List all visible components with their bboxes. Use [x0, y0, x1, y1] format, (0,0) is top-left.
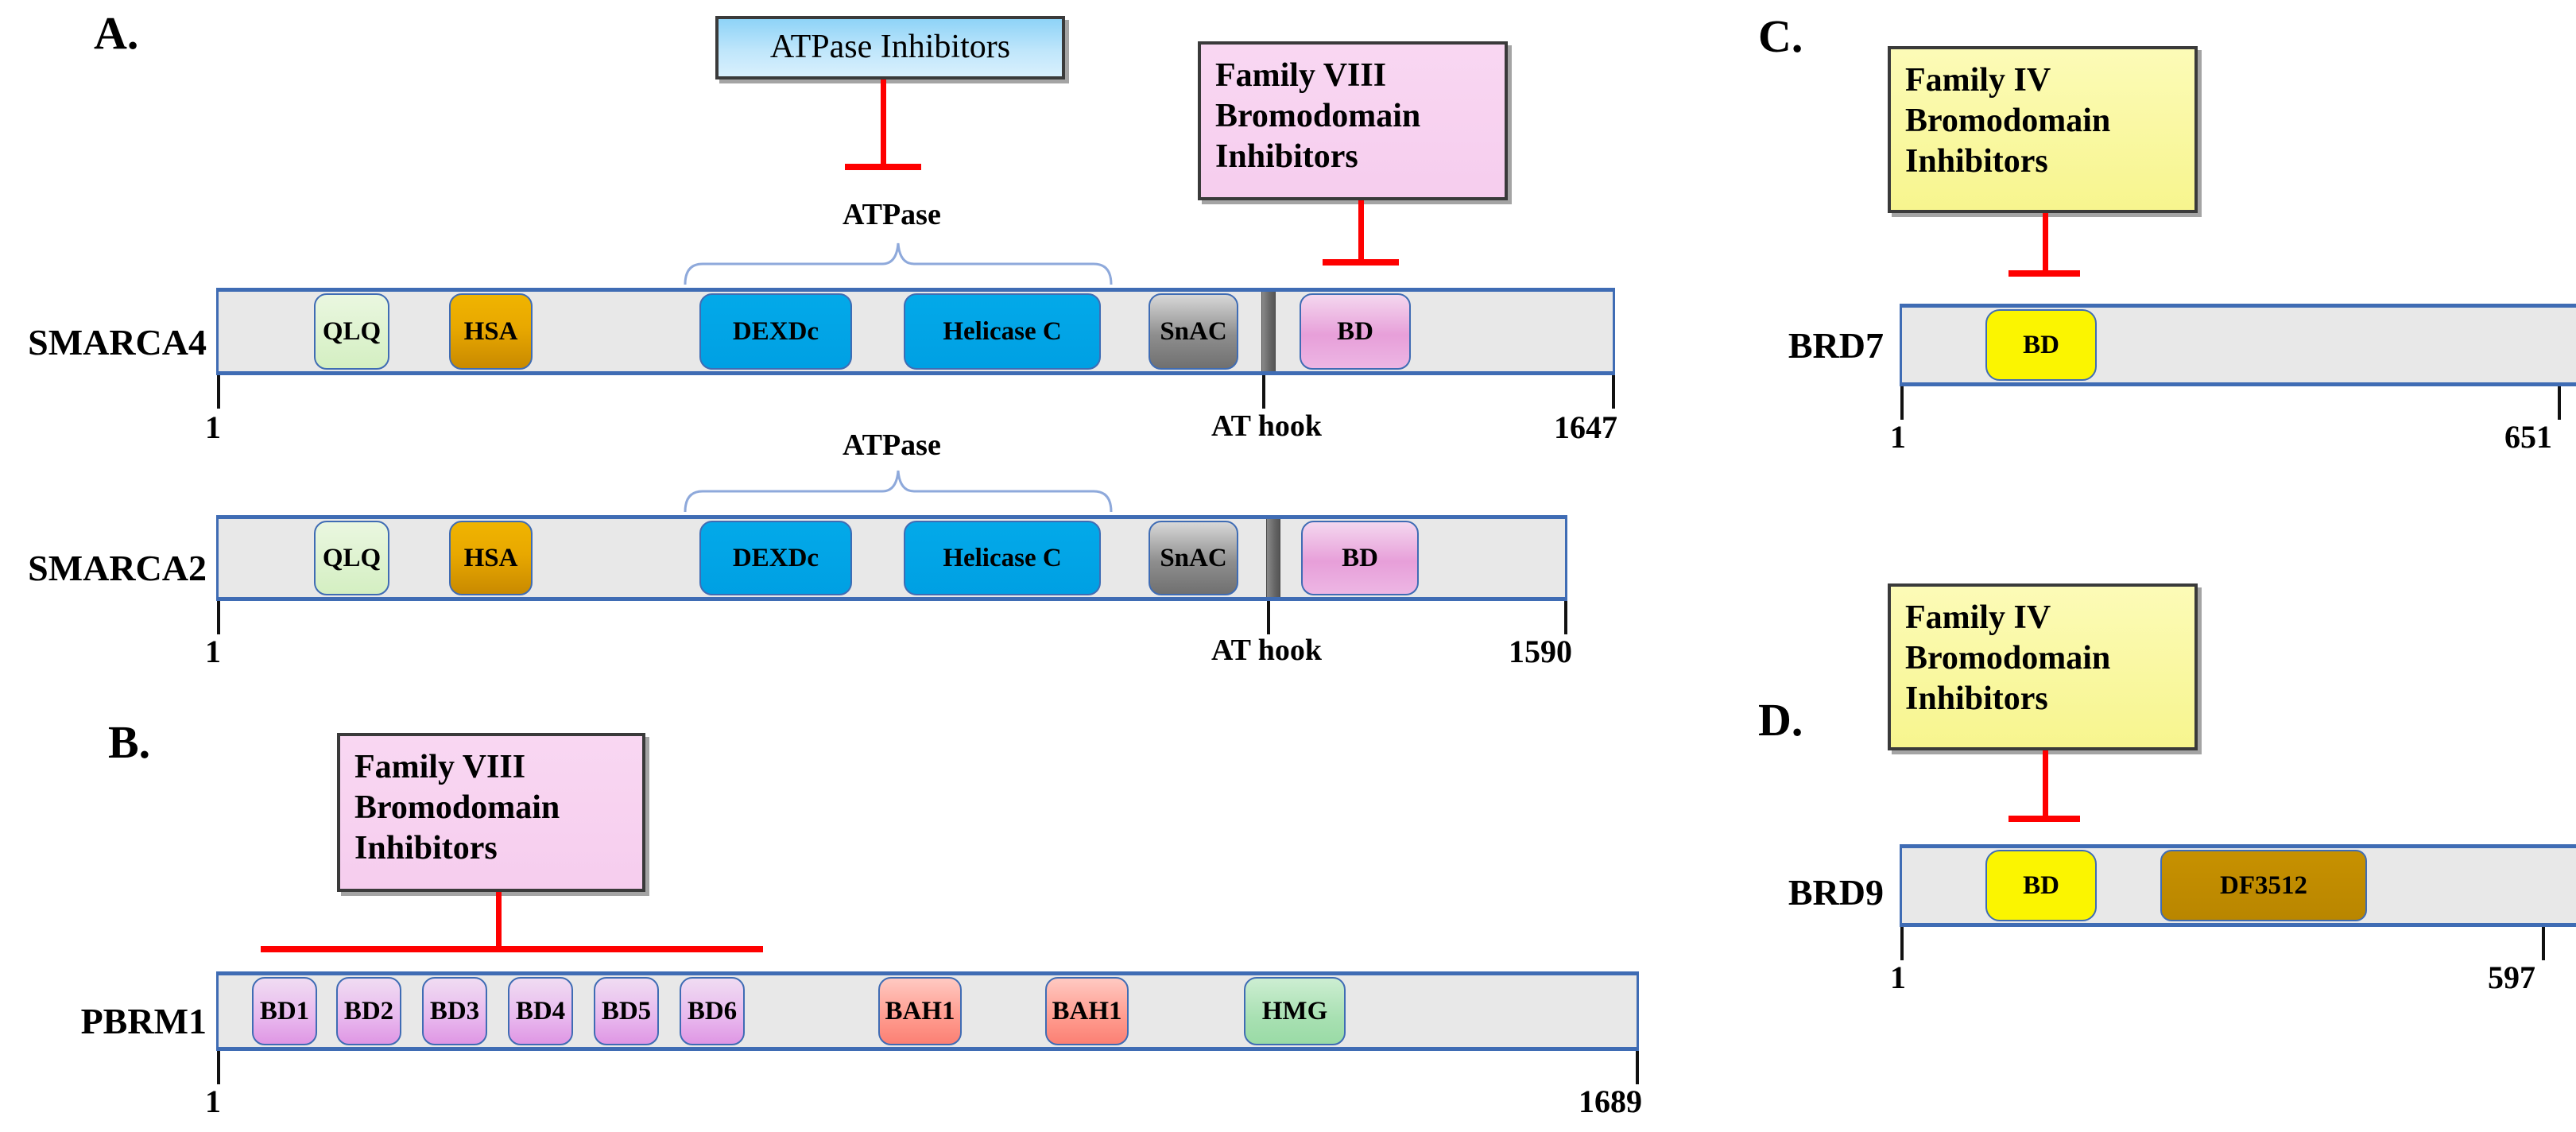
domain-bd3-pbrm1[interactable]: BD3	[422, 977, 487, 1045]
domain-hsa-smarca4[interactable]: HSA	[449, 293, 533, 370]
tick-start-smarca2	[217, 601, 220, 634]
callout-family8-b-line1: Family VIII	[354, 749, 526, 785]
callout-family8-b-line2: Bromodomain	[354, 789, 560, 827]
tick-label-end-brd9: 597	[2488, 959, 2535, 995]
domain-bd-smarca4[interactable]: BD	[1300, 293, 1411, 370]
tick-label-start-brd9: 1	[1890, 959, 1906, 995]
callout-family8-b-line3: Inhibitors	[354, 830, 498, 867]
tick-start-smarca4	[217, 375, 220, 409]
domain-qlq-smarca4[interactable]: QLQ	[314, 293, 389, 370]
domain-hsa-smarca2[interactable]: HSA	[449, 521, 533, 595]
protein-bar-smarca2[interactable]: QLQ HSA DEXDc Helicase C SnAC BD	[216, 515, 1567, 601]
atpase-brace-smarca2	[684, 466, 1113, 514]
tick-end-brd9	[2542, 927, 2545, 960]
domain-at-hook-smarca2[interactable]	[1266, 519, 1280, 597]
tick-label-end-smarca4: 1647	[1554, 409, 1617, 445]
protein-bar-pbrm1[interactable]: BD1 BD2 BD3 BD4 BD5 BD6 BAH1 BAH1 HMG	[216, 971, 1639, 1051]
protein-label-smarca4: SMARCA4	[28, 322, 207, 362]
domain-snac-smarca2[interactable]: SnAC	[1149, 521, 1238, 595]
panel-letter-b: B.	[108, 716, 151, 768]
at-hook-label-smarca2: AT hook	[1211, 634, 1323, 667]
domain-bd1-pbrm1[interactable]: BD1	[252, 977, 317, 1045]
callout-family4-c-line2: Bromodomain	[1905, 103, 2111, 140]
protein-label-smarca2: SMARCA2	[28, 548, 207, 588]
callout-family4-d-line2: Bromodomain	[1905, 640, 2111, 677]
tick-end-pbrm1	[1636, 1051, 1639, 1084]
protein-label-pbrm1: PBRM1	[80, 1001, 207, 1041]
domain-helicase-c-smarca2[interactable]: Helicase C	[904, 521, 1101, 595]
inhibitor-bar-family8-b	[261, 946, 763, 952]
tick-label-end-brd7: 651	[2504, 419, 2552, 455]
domain-dexdc-smarca2[interactable]: DEXDc	[699, 521, 852, 595]
protein-bar-smarca4[interactable]: QLQ HSA DEXDc Helicase C SnAC BD	[216, 288, 1615, 375]
tick-end-smarca4	[1612, 375, 1615, 409]
protein-bar-brd7[interactable]: BD	[1900, 304, 2576, 386]
callout-family8-bromodomain-inhibitors-a[interactable]: Family VIII Bromodomain Inhibitors	[1198, 41, 1508, 200]
callout-family4-bromodomain-inhibitors-d[interactable]: Family IV Bromodomain Inhibitors	[1888, 583, 2198, 750]
panel-letter-d: D.	[1758, 694, 1803, 746]
panel-letter-a: A.	[94, 7, 139, 59]
inhibitor-stem-family4-d	[2043, 750, 2048, 820]
atpase-brace-label-smarca4: ATPase	[843, 198, 941, 231]
inhibitor-stem-atpase	[881, 79, 886, 169]
tick-end-brd7	[2558, 386, 2561, 420]
callout-family8-a-line1: Family VIII	[1215, 57, 1387, 94]
callout-atpase-inhibitors[interactable]: ATPase Inhibitors	[715, 16, 1065, 79]
tick-label-start-smarca2: 1	[205, 634, 221, 669]
callout-family4-d-line3: Inhibitors	[1905, 680, 2048, 718]
tick-label-end-smarca2: 1590	[1509, 634, 1572, 669]
atpase-brace-label-smarca2: ATPase	[843, 428, 941, 462]
domain-qlq-smarca2[interactable]: QLQ	[314, 521, 389, 595]
tick-label-start-brd7: 1	[1890, 419, 1906, 455]
inhibitor-stem-family8-a	[1358, 200, 1364, 264]
callout-family8-a-line3: Inhibitors	[1215, 138, 1358, 176]
domain-bah1-first-pbrm1[interactable]: BAH1	[878, 977, 962, 1045]
callout-family8-a-line2: Bromodomain	[1215, 98, 1421, 135]
inhibitor-stem-family8-b	[496, 892, 502, 951]
domain-bah1-second-pbrm1[interactable]: BAH1	[1045, 977, 1129, 1045]
domain-bd-brd9[interactable]: BD	[1985, 850, 2097, 921]
tick-label-start-pbrm1: 1	[205, 1084, 221, 1119]
domain-bd6-pbrm1[interactable]: BD6	[680, 977, 745, 1045]
callout-family4-c-line1: Family IV	[1905, 62, 2051, 99]
domain-bd-brd7[interactable]: BD	[1985, 309, 2097, 381]
atpase-brace-smarca4	[684, 238, 1113, 286]
inhibitor-bar-family4-d	[2009, 816, 2080, 822]
inhibitor-bar-family8-a	[1323, 259, 1399, 266]
tick-label-start-smarca4: 1	[205, 409, 221, 445]
domain-bd-smarca2[interactable]: BD	[1301, 521, 1419, 595]
tick-start-pbrm1	[217, 1051, 220, 1084]
tick-at-hook-smarca2	[1267, 601, 1270, 634]
inhibitor-bar-family4-c	[2009, 270, 2080, 277]
protein-label-brd9: BRD9	[1788, 872, 1884, 913]
panel-letter-c: C.	[1758, 10, 1803, 62]
callout-family4-c-line3: Inhibitors	[1905, 143, 2048, 180]
domain-snac-smarca4[interactable]: SnAC	[1149, 293, 1238, 370]
tick-label-end-pbrm1: 1689	[1579, 1084, 1642, 1119]
domain-helicase-c-smarca4[interactable]: Helicase C	[904, 293, 1101, 370]
callout-family8-bromodomain-inhibitors-b[interactable]: Family VIII Bromodomain Inhibitors	[337, 733, 645, 892]
domain-bd5-pbrm1[interactable]: BD5	[594, 977, 659, 1045]
tick-start-brd9	[1900, 927, 1904, 960]
inhibitor-bar-atpase	[845, 164, 921, 170]
domain-bd2-pbrm1[interactable]: BD2	[336, 977, 401, 1045]
domain-bd4-pbrm1[interactable]: BD4	[508, 977, 573, 1045]
tick-start-brd7	[1900, 386, 1904, 420]
protein-label-brd7: BRD7	[1788, 325, 1884, 366]
callout-atpase-inhibitors-label: ATPase Inhibitors	[769, 29, 1011, 66]
tick-at-hook-smarca4	[1262, 375, 1265, 409]
domain-df3512-brd9[interactable]: DF3512	[2160, 850, 2367, 921]
tick-end-smarca2	[1564, 601, 1567, 634]
at-hook-label-smarca4: AT hook	[1211, 409, 1323, 443]
inhibitor-stem-family4-c	[2043, 213, 2048, 275]
domain-dexdc-smarca4[interactable]: DEXDc	[699, 293, 852, 370]
domain-at-hook-smarca4[interactable]	[1261, 292, 1276, 371]
callout-family4-d-line1: Family IV	[1905, 599, 2051, 636]
callout-family4-bromodomain-inhibitors-c[interactable]: Family IV Bromodomain Inhibitors	[1888, 46, 2198, 213]
protein-bar-brd9[interactable]: BD DF3512	[1900, 844, 2576, 927]
domain-hmg-pbrm1[interactable]: HMG	[1244, 977, 1346, 1045]
